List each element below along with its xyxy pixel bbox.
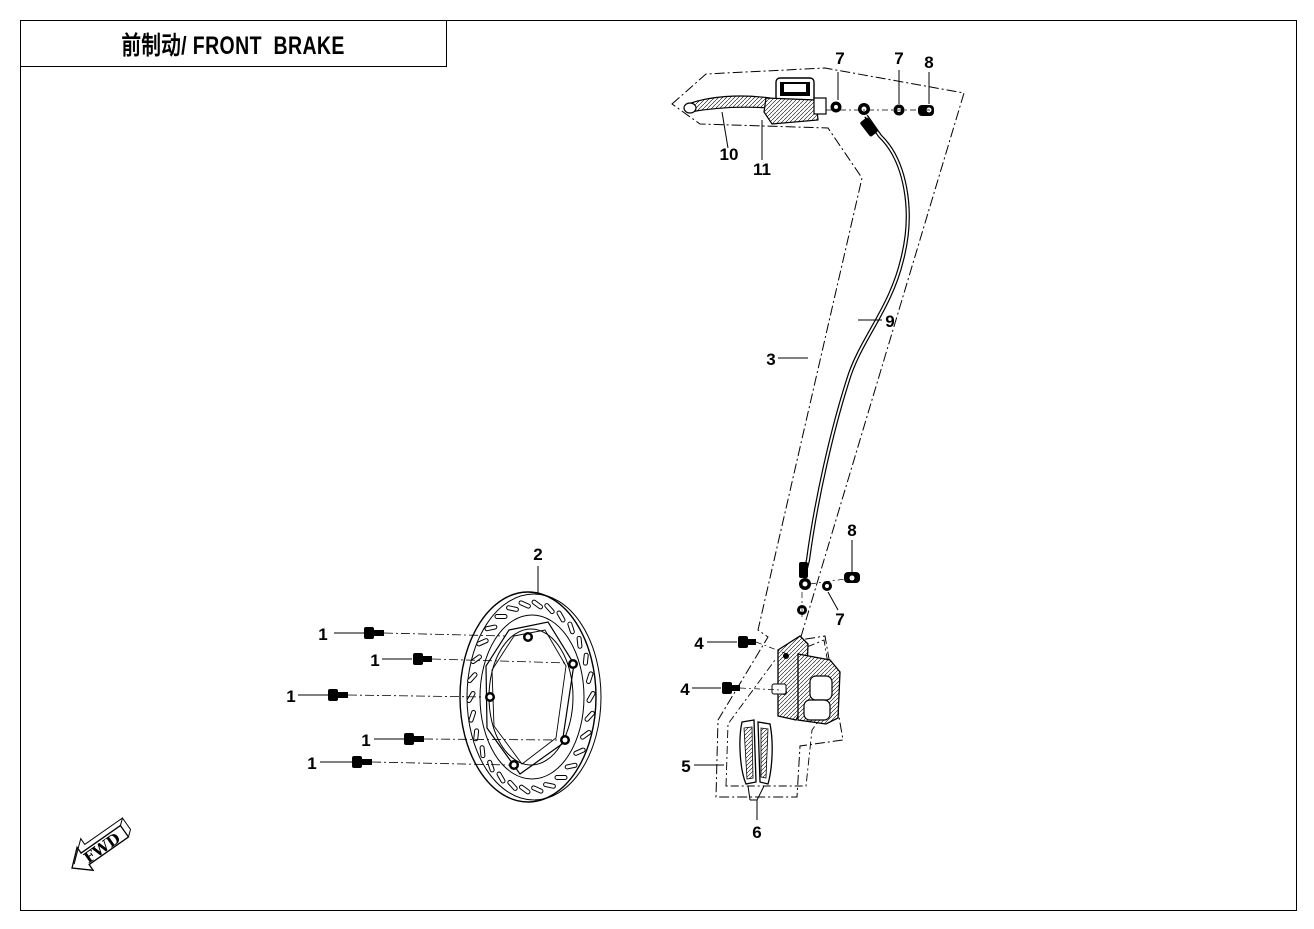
brake-hose [799,114,910,578]
fwd-label: FWD [80,829,124,867]
callout-1: 1 [361,731,370,750]
banjo-fitting [799,578,811,590]
disc-vent-slot [496,771,506,784]
disc-vent-slot [556,610,566,623]
disc-vent-slot [487,759,495,773]
master-cylinder [763,77,827,125]
disc-vent-slot [506,605,519,612]
disc-vent-slot [543,782,556,789]
brake-pad [739,719,757,785]
page-title: 前制动/ FRONT BRAKE [121,31,346,60]
callout-8: 8 [847,521,856,540]
banjo-bolt [844,572,860,583]
brake-pad [757,721,773,785]
disc-vent-slots [466,599,596,795]
disc-vent-slot [494,614,508,619]
callout-7: 7 [835,49,844,68]
disc-vent-slot [507,779,518,791]
banjo-bolt [918,105,934,116]
disc-vent-slot [586,691,596,703]
disc-vent-slot [585,671,594,685]
disc-vent-slot [531,599,544,610]
caliper-bolt [722,682,781,694]
callout-4: 4 [694,634,704,653]
disc-vent-slot [573,747,586,756]
disc-bolt [364,627,506,639]
disc-bolt [328,689,485,701]
callout-10: 10 [720,145,739,164]
callout-labels: 1 1 1 1 1 2 3 4 4 5 6 7 7 7 8 8 9 10 11 [286,49,933,842]
caliper-bolt [738,636,791,656]
disc-vent-slot [479,745,486,759]
disc-vent-slot [518,784,531,795]
callout-5: 5 [681,757,690,776]
callout-11: 11 [753,160,771,179]
callout-1: 1 [286,687,295,706]
copper-washer [822,581,832,591]
disc-vent-slot [582,652,589,666]
callout-1: 1 [370,651,379,670]
callout-1: 1 [318,625,327,644]
disc-mount-hole [523,632,533,642]
copper-washer [830,101,842,113]
disc-vent-slot [576,635,583,649]
disc-vent-slot [580,729,592,740]
disc-vent-slot [544,603,555,615]
brake-caliper [771,635,841,725]
disc-vent-slot [518,600,531,609]
brake-disc [459,591,602,803]
disc-bolt [352,756,510,768]
callout-4: 4 [680,680,690,699]
disc-mount-hole [560,735,570,745]
disc-vent-slot [468,709,477,723]
disc-bolt [413,653,569,665]
disc-bolt [404,733,561,745]
disc-vent-slot [584,710,595,722]
callout-1: 1 [307,754,316,773]
disc-mount-hole [568,659,578,669]
title-box: 前制动/ FRONT BRAKE [20,20,447,67]
disc-vent-slot [567,621,575,635]
disc-vent-slot [470,654,482,665]
leader-lines [298,70,930,820]
disc-mount-hole [485,692,495,702]
disc-vent-slot [473,728,480,742]
disc-vent-slot [476,638,489,647]
fwd-direction-badge: FWD [71,816,132,872]
callout-7: 7 [894,49,903,68]
brake-lever [683,95,771,114]
assembly-outline-3 [671,67,965,798]
disc-vent-slot [484,624,498,632]
callout-9: 9 [885,312,894,331]
diagram-frame [20,20,1297,911]
disc-vent-slot [531,785,544,794]
disc-mount-hole [509,760,519,770]
disc-vent-slot [554,775,568,780]
disc-vent-slot [467,672,478,684]
callout-3: 3 [766,350,775,369]
callout-8: 8 [924,53,933,72]
callout-2: 2 [533,545,542,564]
banjo-fitting [858,103,870,115]
disc-vent-slot [564,762,578,770]
callout-6: 6 [752,823,761,842]
callout-7: 7 [835,610,844,629]
